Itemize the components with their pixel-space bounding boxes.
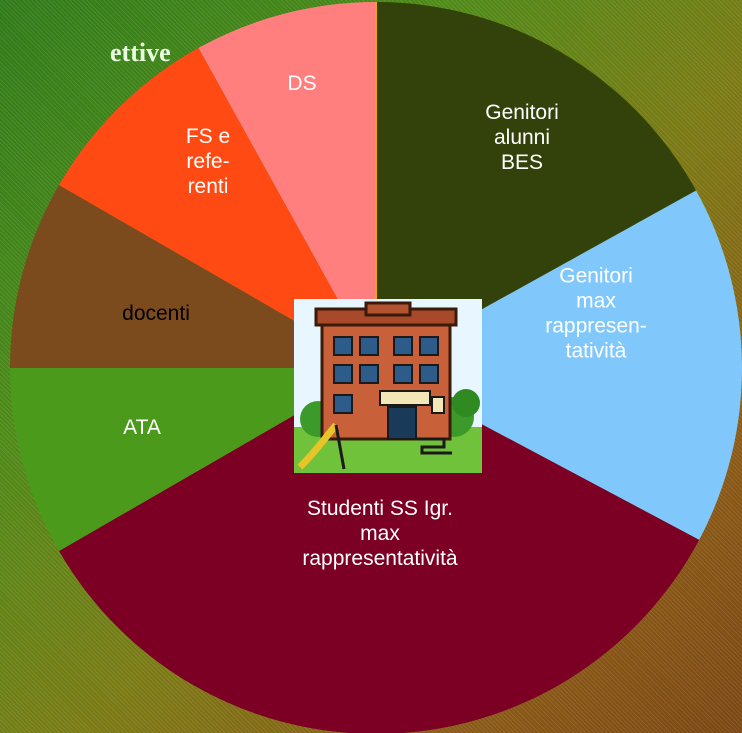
label-line: rappresen- bbox=[545, 315, 647, 338]
label-line: max bbox=[576, 290, 616, 313]
school-building-icon bbox=[294, 299, 482, 473]
label-line: FS e bbox=[186, 125, 230, 148]
label-line: ATA bbox=[123, 416, 161, 439]
label-line: Genitori bbox=[485, 101, 559, 124]
label-line: DS bbox=[287, 72, 316, 95]
label-line: renti bbox=[188, 175, 229, 198]
wedge-genitori-bes bbox=[376, 2, 697, 368]
wedge-ata bbox=[10, 368, 376, 551]
label-line: max bbox=[360, 522, 400, 545]
label-line: BES bbox=[501, 151, 543, 174]
label-line: docenti bbox=[122, 302, 190, 325]
wedge-docenti bbox=[10, 185, 376, 368]
label-ds: DS bbox=[287, 72, 316, 95]
label-docenti: docenti bbox=[122, 302, 190, 325]
label-line: refe- bbox=[186, 150, 229, 173]
label-ata: ATA bbox=[123, 416, 161, 439]
wedge-fs-referenti bbox=[59, 47, 377, 368]
wedge-genitori-max bbox=[376, 190, 742, 540]
label-line: rappresentatività bbox=[302, 547, 458, 570]
label-line: alunni bbox=[494, 126, 550, 149]
label-line: Studenti SS Igr. bbox=[307, 497, 453, 520]
wedge-studenti bbox=[59, 368, 700, 733]
wedge-ds bbox=[198, 2, 376, 368]
label-line: Genitori bbox=[559, 265, 633, 288]
pie-wedges bbox=[10, 2, 742, 733]
background-heading-fragment-1: ettive bbox=[110, 38, 171, 67]
label-line: tatività bbox=[566, 340, 627, 363]
